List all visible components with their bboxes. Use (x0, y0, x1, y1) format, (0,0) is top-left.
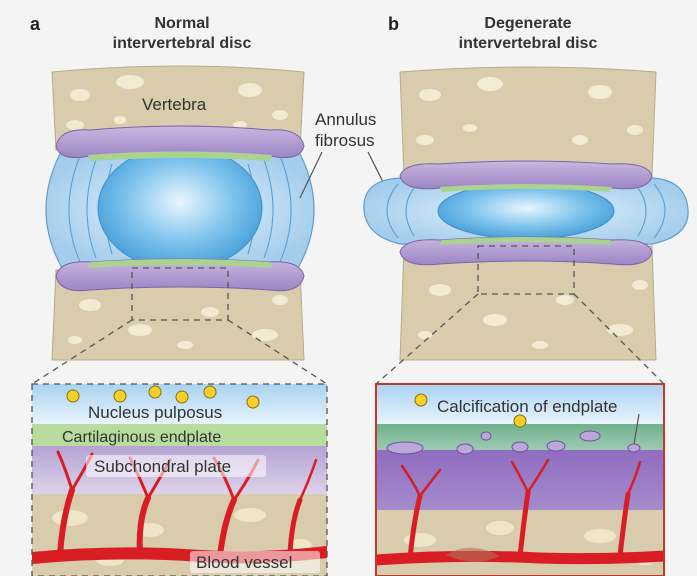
calcification-cell-1 (514, 415, 526, 427)
nucleus-pulposus-b (438, 183, 614, 239)
label-blood-vessel: Blood vessel (196, 553, 292, 572)
label-nucleus-pulposus: Nucleus pulposus (88, 403, 222, 422)
panel-a-title-line1: Normal (154, 15, 209, 32)
nucleus-pulposus-a (98, 146, 262, 270)
label-annulus-line2: fibrosus (315, 131, 375, 150)
calcification-cell-label (415, 394, 427, 406)
label-cartilaginous-endplate: Cartilaginous endplate (62, 429, 221, 446)
panel-b-title-line2: intervertebral disc (459, 35, 598, 52)
zoom-box-normal: Nucleus pulposus Cartilaginous endplate … (32, 384, 327, 576)
degenerate-disc (364, 67, 688, 384)
label-subchondral-plate: Subchondral plate (94, 457, 231, 476)
panel-b-letter: b (388, 14, 399, 34)
panel-b-title-line1: Degenerate (484, 15, 571, 32)
label-calcification: Calcification of endplate (437, 397, 618, 416)
panel-a-letter: a (30, 14, 41, 34)
zoom-box-degenerate: Calcification of endplate (376, 384, 664, 576)
upper-vertebra-b (400, 67, 656, 176)
label-vertebra: Vertebra (142, 95, 207, 114)
panel-a-title-line2: intervertebral disc (113, 35, 252, 52)
label-annulus-line1: Annulus (315, 110, 376, 129)
